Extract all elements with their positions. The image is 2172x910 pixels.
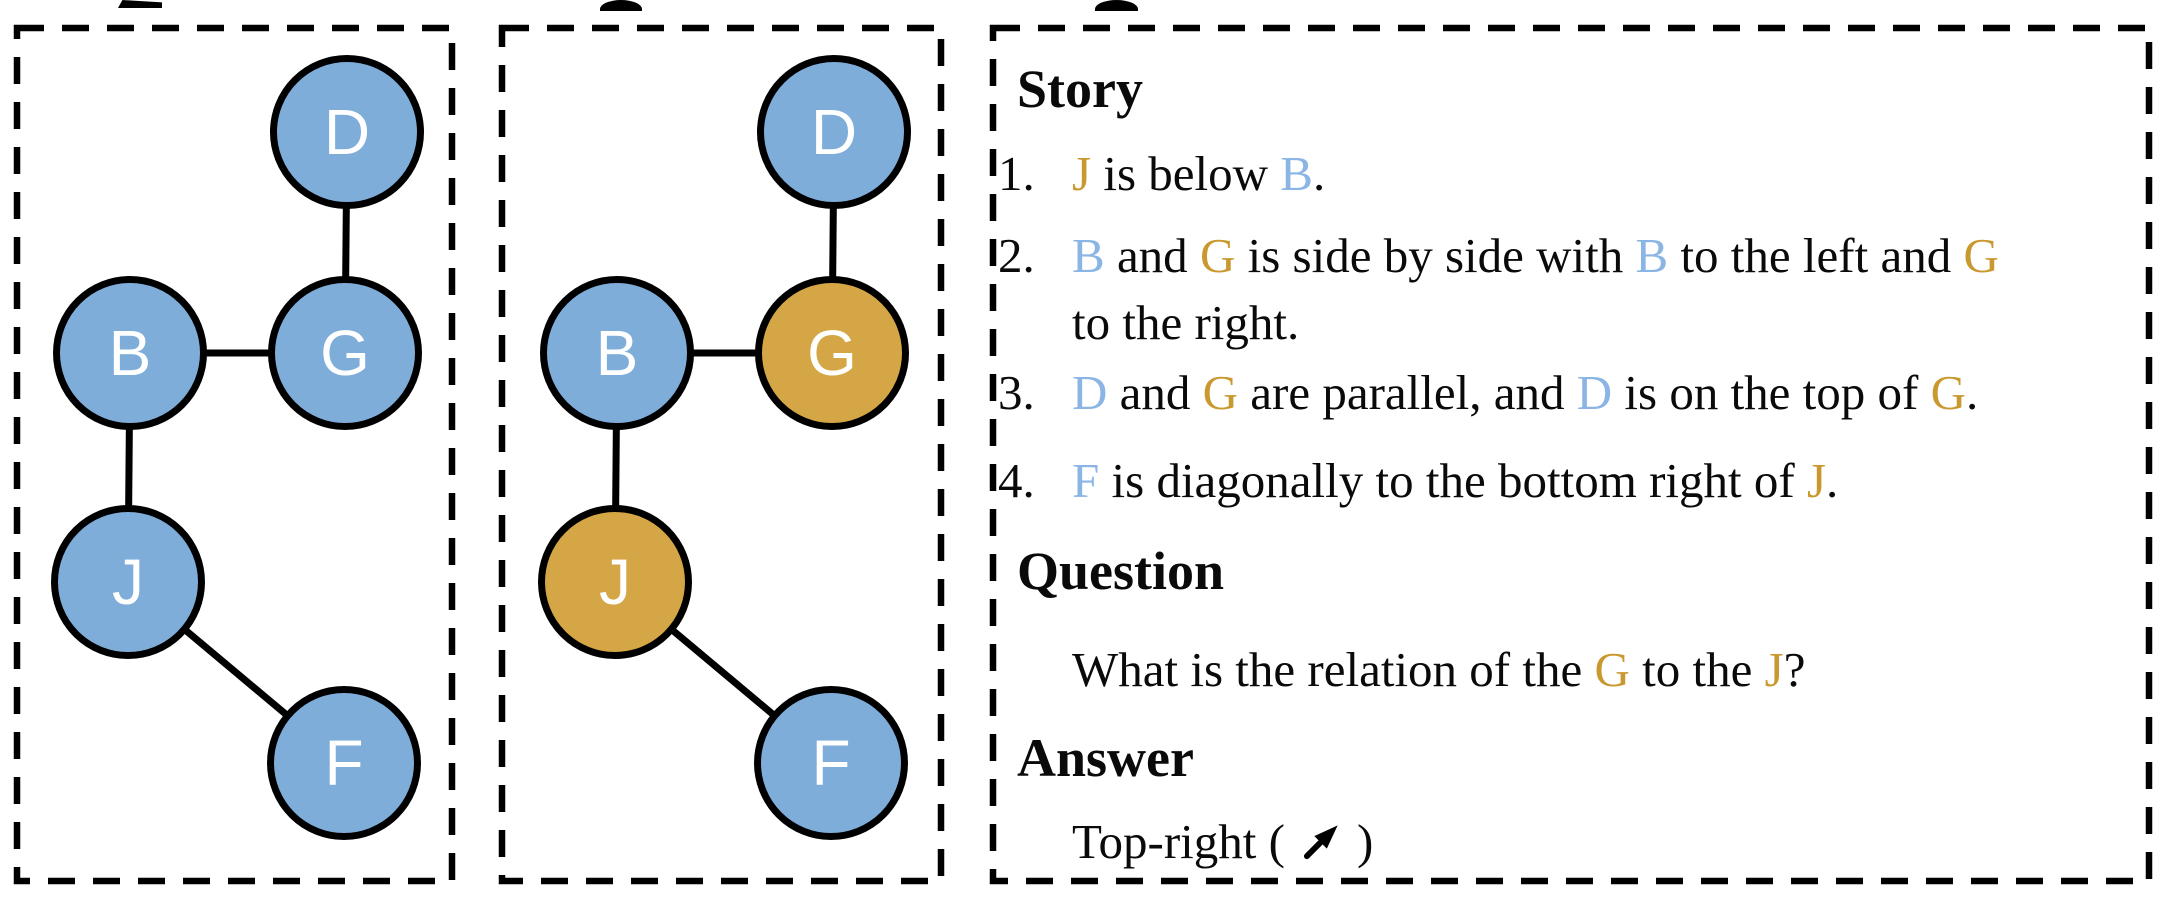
node-G: G xyxy=(268,276,422,430)
text-run: . xyxy=(1826,453,1839,508)
text-run: to the left and xyxy=(1668,228,1964,283)
node-F: F xyxy=(754,686,908,840)
node-D: D xyxy=(270,55,424,209)
entity-letter-B: B xyxy=(1280,146,1313,201)
arrow-head xyxy=(1314,825,1338,849)
story-item-number: 3. xyxy=(998,365,1035,420)
story-item-text: F is diagonally to the bottom right of J… xyxy=(1072,453,1838,508)
story-item-number: 1. xyxy=(998,146,1035,201)
text-run: is side by side with xyxy=(1235,228,1636,283)
entity-letter-D: D xyxy=(1072,365,1108,420)
entity-letter-G: G xyxy=(1202,365,1239,420)
entity-letter-B: B xyxy=(1072,228,1105,283)
node-B: B xyxy=(540,276,694,430)
answer-text: Top-right () xyxy=(1072,808,2132,875)
entity-letter-B: B xyxy=(1635,228,1669,283)
story-item-number: 4. xyxy=(998,453,1035,508)
story-heading: Story xyxy=(1017,59,1143,119)
text-run: are parallel, and xyxy=(1238,365,1577,420)
story-item-number: 2. xyxy=(998,228,1035,283)
text-run: ? xyxy=(1783,642,1806,697)
text-run: . xyxy=(1312,146,1326,201)
graph-before-panel-border xyxy=(13,24,456,885)
entity-letter-J: J xyxy=(1764,642,1784,697)
graph-after-panel-border xyxy=(498,24,945,885)
entity-letter-G: G xyxy=(1594,642,1630,697)
story-item-text: J is below B. xyxy=(1072,146,1325,201)
story-item-text: D and G are parallel, and D is on the to… xyxy=(1072,365,1978,420)
qa-panel-border xyxy=(989,24,2153,885)
node-B: B xyxy=(53,276,207,430)
story-item-text: B and G is side by side with B to the le… xyxy=(1072,228,1999,350)
cropped-glyph-fragment-1 xyxy=(118,0,162,8)
node-F: F xyxy=(267,686,421,840)
story-item-1: 1. J is below B. xyxy=(998,140,2172,207)
answer-suffix: ) xyxy=(1356,814,1374,869)
node-G: G xyxy=(755,276,909,430)
question-text: What is the relation of the G to the J? xyxy=(1072,636,2132,703)
text-run: to the xyxy=(1629,642,1765,697)
answer-prefix: Top-right ( xyxy=(1072,814,1285,869)
node-J: J xyxy=(538,505,692,659)
entity-letter-G: G xyxy=(1199,228,1236,283)
text-run: is on the top of xyxy=(1612,365,1931,420)
arrow-top-right-icon xyxy=(1303,825,1338,860)
story-item-2: 2. B and G is side by side with B to the … xyxy=(998,222,2172,356)
story-item-4: 4. F is diagonally to the bottom right of… xyxy=(998,447,2172,514)
story-item-3: 3. D and G are parallel, and D is on the … xyxy=(998,359,2172,426)
text-run: is diagonally to the bottom right of xyxy=(1099,453,1807,508)
text-run: is below xyxy=(1091,146,1281,201)
entity-letter-F: F xyxy=(1072,453,1100,508)
text-run: . xyxy=(1966,365,1979,420)
text-run: to the right. xyxy=(1072,295,1300,350)
node-D: D xyxy=(757,55,911,209)
node-J: J xyxy=(51,505,205,659)
cropped-glyph-fragment-3 xyxy=(1095,0,1138,11)
entity-letter-G: G xyxy=(1963,228,1999,283)
entity-letter-J: J xyxy=(1806,453,1827,508)
cropped-glyph-fragment-2 xyxy=(600,0,642,11)
text-run: and xyxy=(1107,365,1203,420)
arrow-tail xyxy=(1303,839,1324,860)
entity-letter-D: D xyxy=(1576,365,1613,420)
text-run: and xyxy=(1104,228,1200,283)
answer-heading: Answer xyxy=(1017,728,1194,788)
question-heading: Question xyxy=(1017,541,1225,601)
qa-panel: Story 1. J is below B. 2. B and G is side … xyxy=(990,25,2152,885)
entity-letter-G: G xyxy=(1930,365,1967,420)
entity-letter-J: J xyxy=(1072,146,1092,201)
text-run: What is the relation of the xyxy=(1072,642,1595,697)
